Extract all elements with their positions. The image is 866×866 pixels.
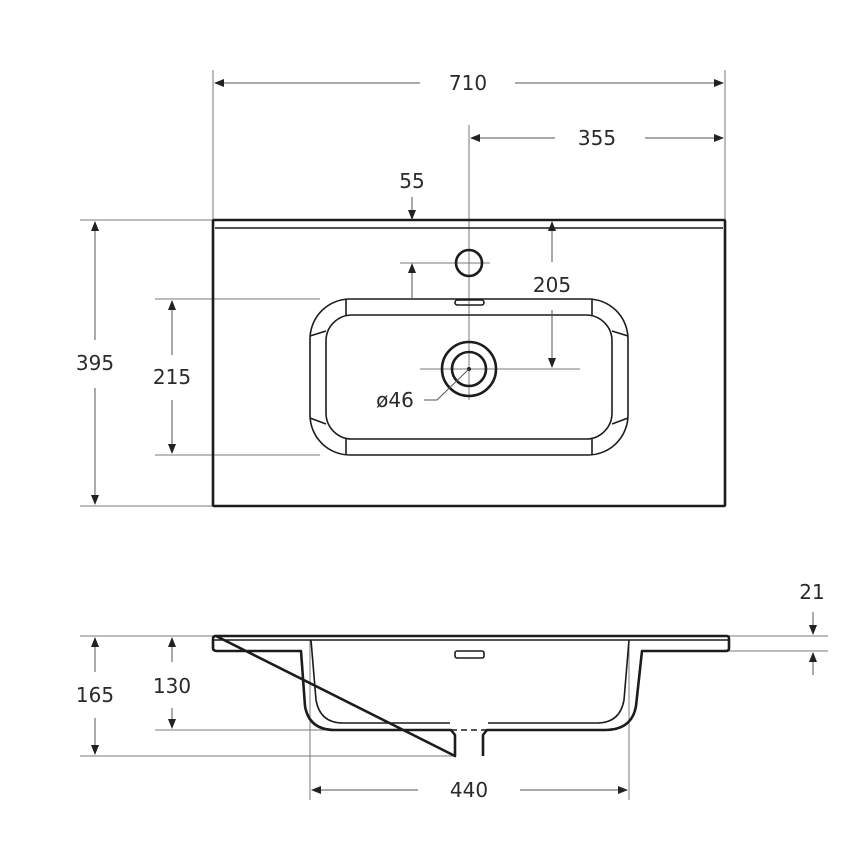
basin-profile-outer xyxy=(211,634,731,758)
bowl-outer xyxy=(309,298,629,456)
top-view: 710 355 55 205 395 215 ø46 xyxy=(76,70,727,508)
drain-outer xyxy=(440,340,498,398)
dim-tap-hole-offset: 55 xyxy=(399,169,424,193)
tap-hole xyxy=(454,248,484,278)
side-view: 21 165 130 440 xyxy=(76,580,828,802)
dim-slab-thickness: 21 xyxy=(799,580,824,604)
dim-bowl-width: 440 xyxy=(450,778,488,802)
dim-overall-width: 710 xyxy=(449,71,487,95)
dim-overall-depth: 395 xyxy=(76,351,114,375)
dim-bowl-depth: 215 xyxy=(153,365,191,389)
dim-bowl-height: 130 xyxy=(153,674,191,698)
dim-drain-diameter: ø46 xyxy=(376,388,414,412)
overflow-slot xyxy=(454,299,485,306)
basin-profile-inner xyxy=(310,639,630,724)
dim-half-width: 355 xyxy=(578,126,616,150)
dim-overall-height: 165 xyxy=(76,683,114,707)
dim-drain-offset: 205 xyxy=(533,273,571,297)
bowl-inner xyxy=(325,314,613,440)
drain-inner xyxy=(450,350,488,388)
